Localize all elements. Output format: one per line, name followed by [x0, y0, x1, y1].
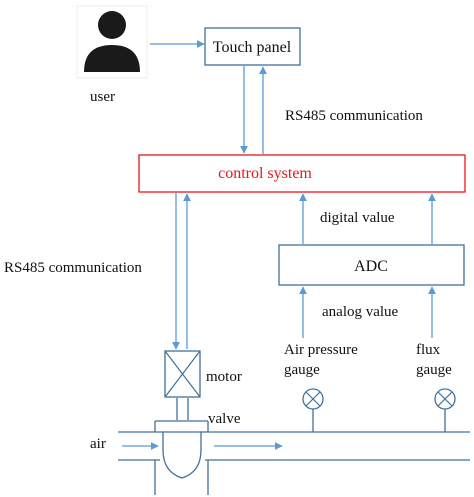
adc-label: ADC	[354, 258, 388, 275]
analog-value-label: analog value	[322, 304, 399, 320]
digital-value-label: digital value	[320, 210, 395, 226]
motor-symbol	[164, 350, 201, 398]
flux-gauge-label-1: flux	[416, 342, 441, 358]
adc-box	[278, 244, 465, 286]
touch-panel-box	[204, 27, 301, 66]
air-pressure-gauge-label-2: gauge	[284, 362, 320, 378]
flux-gauge-label-2: gauge	[416, 362, 452, 378]
air-label: air	[90, 436, 106, 452]
user-label: user	[90, 89, 115, 105]
valve-body	[162, 431, 202, 479]
rs485-top-label: RS485 communication	[285, 108, 423, 124]
valve-label: valve	[208, 411, 241, 427]
control-system-label: control system	[218, 165, 312, 182]
air-pressure-gauge-symbol	[302, 388, 324, 432]
touch-panel-label: Touch panel	[213, 39, 292, 56]
control-system-box	[138, 154, 466, 193]
pipe	[118, 420, 470, 495]
user-icon	[76, 5, 148, 79]
air-pressure-gauge-label-1: Air pressure	[284, 342, 358, 358]
flux-gauge-symbol	[434, 388, 456, 432]
rs485-left-label: RS485 communication	[4, 260, 142, 276]
motor-label: motor	[206, 369, 242, 385]
